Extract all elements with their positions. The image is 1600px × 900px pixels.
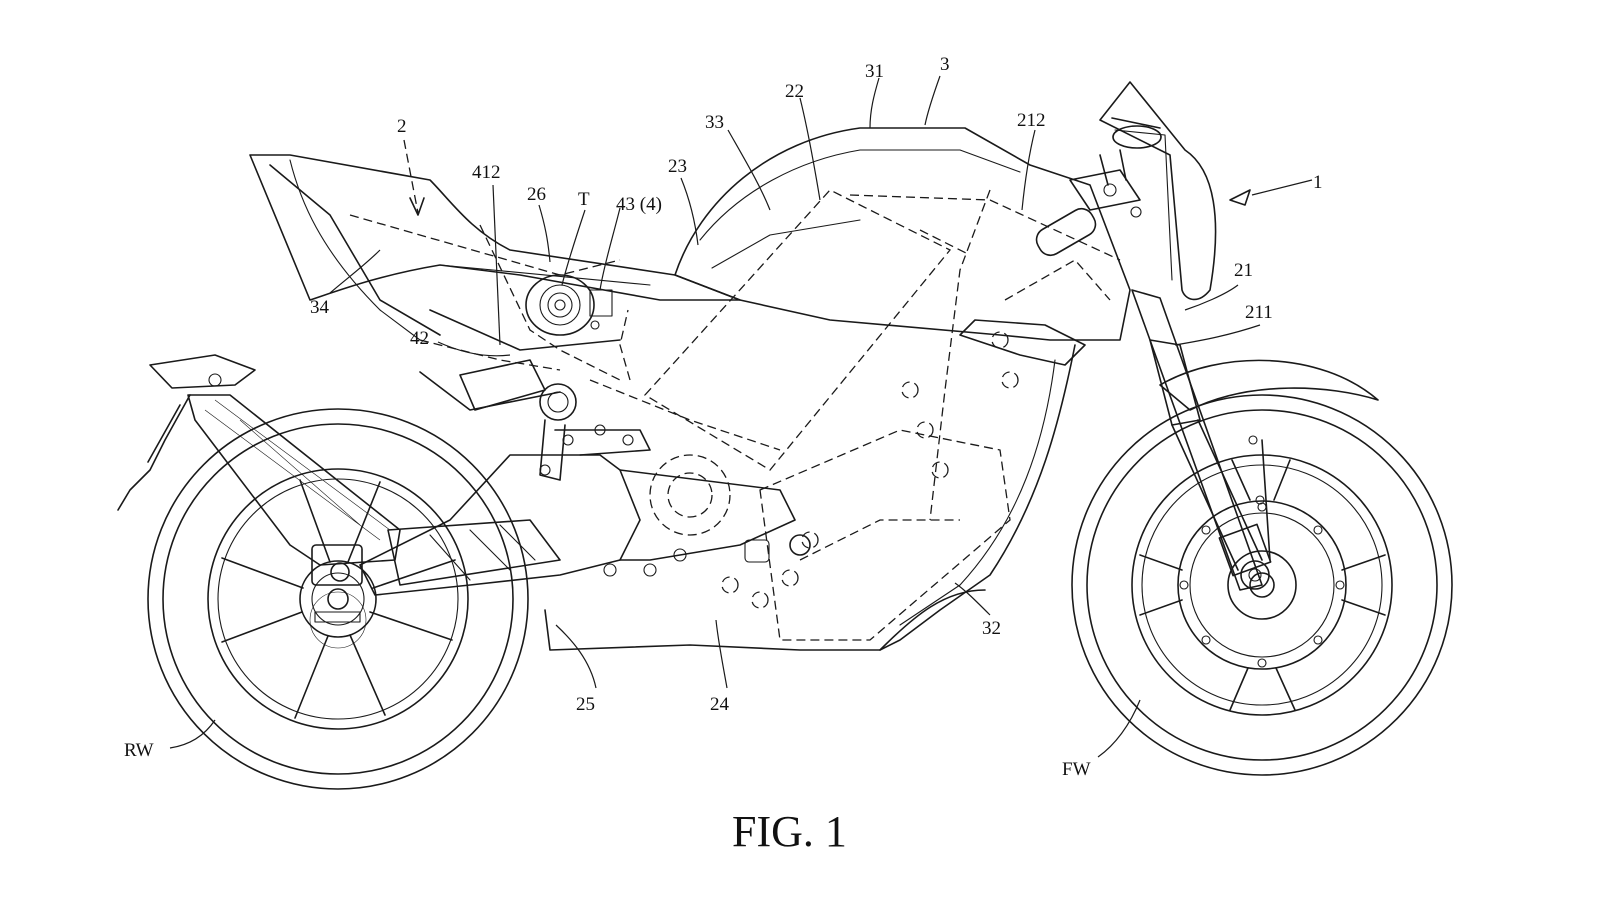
swingarm <box>359 454 811 596</box>
label-T: T <box>578 189 590 210</box>
tank-cover <box>674 127 1131 341</box>
handlebar <box>1035 149 1142 257</box>
label-31: 31 <box>865 61 884 82</box>
label-22: 22 <box>785 81 804 102</box>
label-33: 33 <box>705 112 724 133</box>
label-2: 2 <box>397 116 407 137</box>
tail-light <box>117 354 401 586</box>
label-26: 26 <box>527 184 546 205</box>
label-23: 23 <box>668 156 687 177</box>
label-21: 21 <box>1234 260 1253 281</box>
figure-caption: FIG. 1 <box>732 807 847 856</box>
label-212: 212 <box>1017 110 1046 131</box>
rear-shock <box>419 359 651 481</box>
front-wheel <box>1071 394 1453 776</box>
reference-labels: 2 412 26 T 43 (4) 23 33 22 31 3 212 1 21… <box>124 54 1323 780</box>
frame-dashed <box>349 189 1121 641</box>
front-fork <box>1131 289 1272 591</box>
label-1: 1 <box>1313 172 1323 193</box>
leader-lines <box>169 75 1313 758</box>
label-24: 24 <box>710 694 730 715</box>
label-FW: FW <box>1062 759 1091 780</box>
label-25: 25 <box>576 694 595 715</box>
label-32: 32 <box>982 618 1001 639</box>
label-412: 412 <box>472 162 501 183</box>
seat-tail <box>249 154 741 351</box>
label-211: 211 <box>1245 302 1273 323</box>
label-43: 43 (4) <box>616 194 662 215</box>
label-34: 34 <box>310 297 330 318</box>
label-RW: RW <box>124 740 154 761</box>
side-cover <box>544 319 1086 651</box>
front-fender <box>1159 359 1379 411</box>
label-3: 3 <box>940 54 950 75</box>
rear-wheel <box>147 408 529 790</box>
label-42: 42 <box>410 328 429 349</box>
headlight-cowl <box>1099 81 1217 301</box>
